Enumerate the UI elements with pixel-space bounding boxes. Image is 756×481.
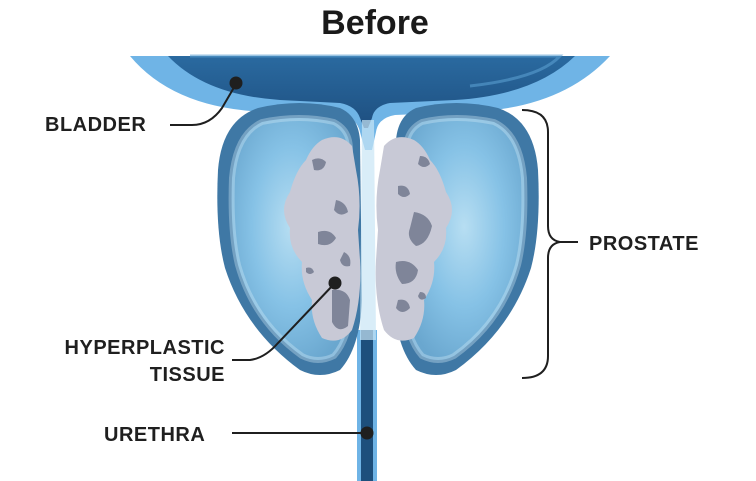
hyperplastic-label-line1: HYPERPLASTIC	[65, 337, 225, 359]
urethra-label: URETHRA	[104, 424, 205, 446]
bladder	[130, 54, 610, 150]
urethra-tube	[357, 330, 377, 481]
bladder-leader	[170, 76, 243, 126]
hyperplastic-tissue-left	[284, 137, 361, 341]
prostatic-urethra	[360, 120, 376, 340]
prostate-label: PROSTATE	[589, 233, 699, 255]
hyperplastic-label-line2: TISSUE	[150, 364, 225, 386]
urethra-leader	[232, 426, 374, 440]
hyperplastic-tissue-right	[375, 137, 452, 341]
diagram-title: Before	[321, 4, 429, 42]
prostate-bracket	[521, 109, 578, 379]
bladder-label: BLADDER	[45, 114, 146, 136]
hyperplastic-tissue-leader	[232, 276, 342, 361]
